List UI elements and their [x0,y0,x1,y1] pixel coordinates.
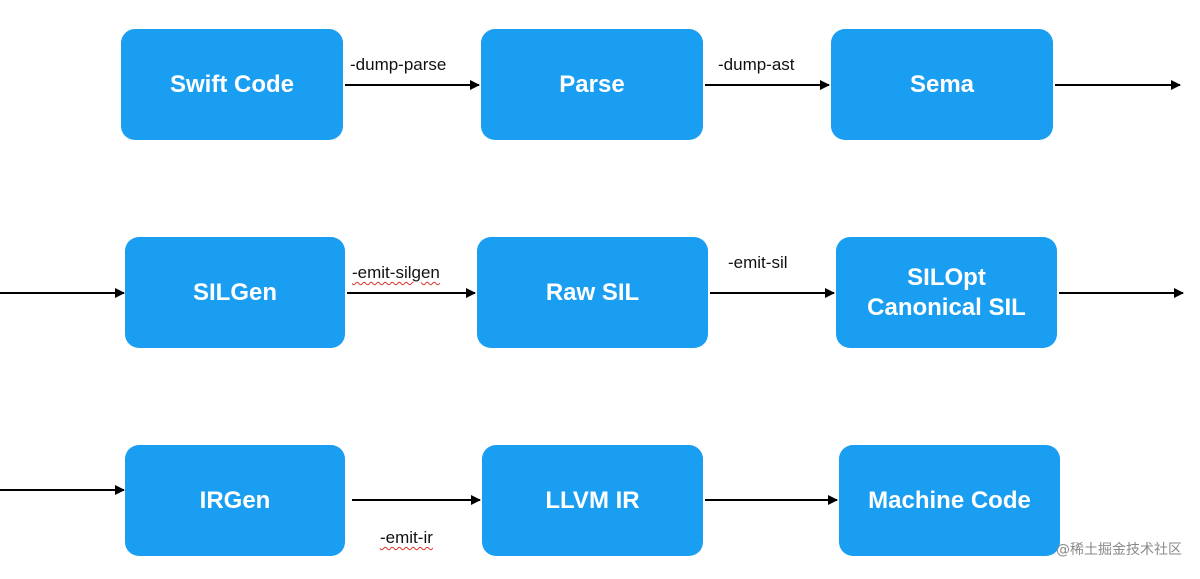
node-irgen: IRGen [125,445,345,556]
node-label-line-1: SILOpt [907,263,986,291]
node-label: Parse [559,70,625,98]
edge-label-dump-parse: -dump-parse [350,55,447,74]
node-parse: Parse [481,29,703,140]
watermark-text: @稀土掘金技术社区 [1056,542,1182,558]
node-label: LLVM IR [545,486,640,514]
node-sema: Sema [831,29,1053,140]
node-label: Sema [909,70,975,98]
node-label: SILGen [192,278,277,306]
node-label: Machine Code [868,486,1031,514]
edge-label-emit-ir: -emit-ir [380,528,433,547]
node-label: Raw SIL [545,278,640,306]
node-machine-code: Machine Code [839,445,1060,556]
node-label-line-2: Canonical SIL [867,293,1026,321]
node-llvm-ir: LLVM IR [482,445,703,556]
node-label: IRGen [199,486,271,514]
node-raw-sil: Raw SIL [477,237,708,348]
node-silopt-canonical-sil: SILOpt Canonical SIL [836,237,1057,348]
node-swift-code: Swift Code [121,29,343,140]
node-label: Swift Code [170,70,294,98]
edge-label-dump-ast: -dump-ast [718,55,795,74]
node-silgen: SILGen [125,237,345,348]
edge-label-emit-silgen: -emit-silgen [352,263,440,282]
edge-label-emit-sil: -emit-sil [728,253,788,272]
